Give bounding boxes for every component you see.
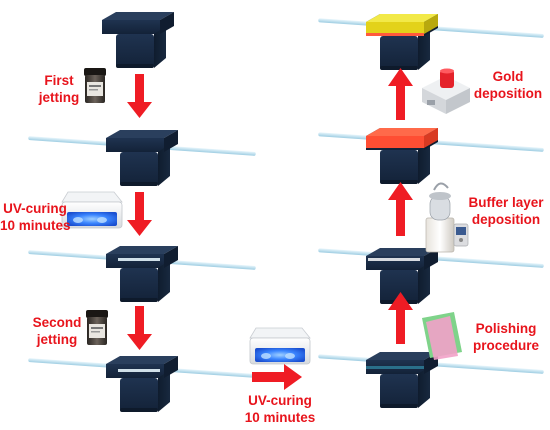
label-line: deposition xyxy=(471,212,541,227)
label-buffer-layer: Buffer layer deposition xyxy=(464,194,548,228)
gold-coater-icon xyxy=(422,68,470,114)
vial-icon xyxy=(86,310,108,345)
block-polished xyxy=(318,352,544,408)
label-gold-deposition: Gold deposition xyxy=(472,68,544,102)
label-line: 10 minutes xyxy=(244,410,316,425)
arrow-up-1 xyxy=(388,292,413,344)
polishing-paper-icon xyxy=(422,312,462,360)
arrow-right xyxy=(252,364,302,390)
label-line: jetting xyxy=(36,332,78,347)
label-first-jetting: First jetting xyxy=(30,72,88,106)
arrow-down-2 xyxy=(127,192,152,236)
label-polishing: Polishing procedure xyxy=(468,320,544,354)
label-uv-curing-1: UV-curing 10 minutes xyxy=(0,200,71,234)
arrow-up-3 xyxy=(388,68,413,120)
label-line: Buffer layer xyxy=(468,195,544,210)
block-gold-layer xyxy=(318,14,544,70)
arrow-down-1 xyxy=(127,74,152,118)
block-initial xyxy=(102,12,174,68)
label-uv-curing-2: UV-curing 10 minutes xyxy=(240,392,320,426)
arrow-down-3 xyxy=(127,306,152,350)
vial-icon xyxy=(84,68,106,103)
block-uv-cured xyxy=(28,246,256,302)
label-line: jetting xyxy=(38,90,80,105)
label-line: deposition xyxy=(473,86,543,101)
label-line: procedure xyxy=(472,338,540,353)
block-second-jetting xyxy=(28,356,256,412)
block-first-jetting xyxy=(28,130,256,186)
label-second-jetting: Second jetting xyxy=(26,314,88,348)
uv-lamp-icon xyxy=(249,327,311,365)
label-line: Gold xyxy=(492,69,524,84)
arrow-up-2 xyxy=(388,182,413,236)
label-line: UV-curing xyxy=(3,201,67,216)
label-line: 10 minutes xyxy=(0,218,71,233)
block-copper-layer xyxy=(318,128,544,184)
label-line: Polishing xyxy=(475,321,537,336)
label-line: UV-curing xyxy=(248,393,312,408)
label-line: Second xyxy=(32,315,82,330)
label-line: First xyxy=(44,73,74,88)
sputter-coater-icon xyxy=(425,182,469,253)
block-buffer-layer xyxy=(318,248,544,304)
uv-lamp-icon xyxy=(61,191,123,229)
